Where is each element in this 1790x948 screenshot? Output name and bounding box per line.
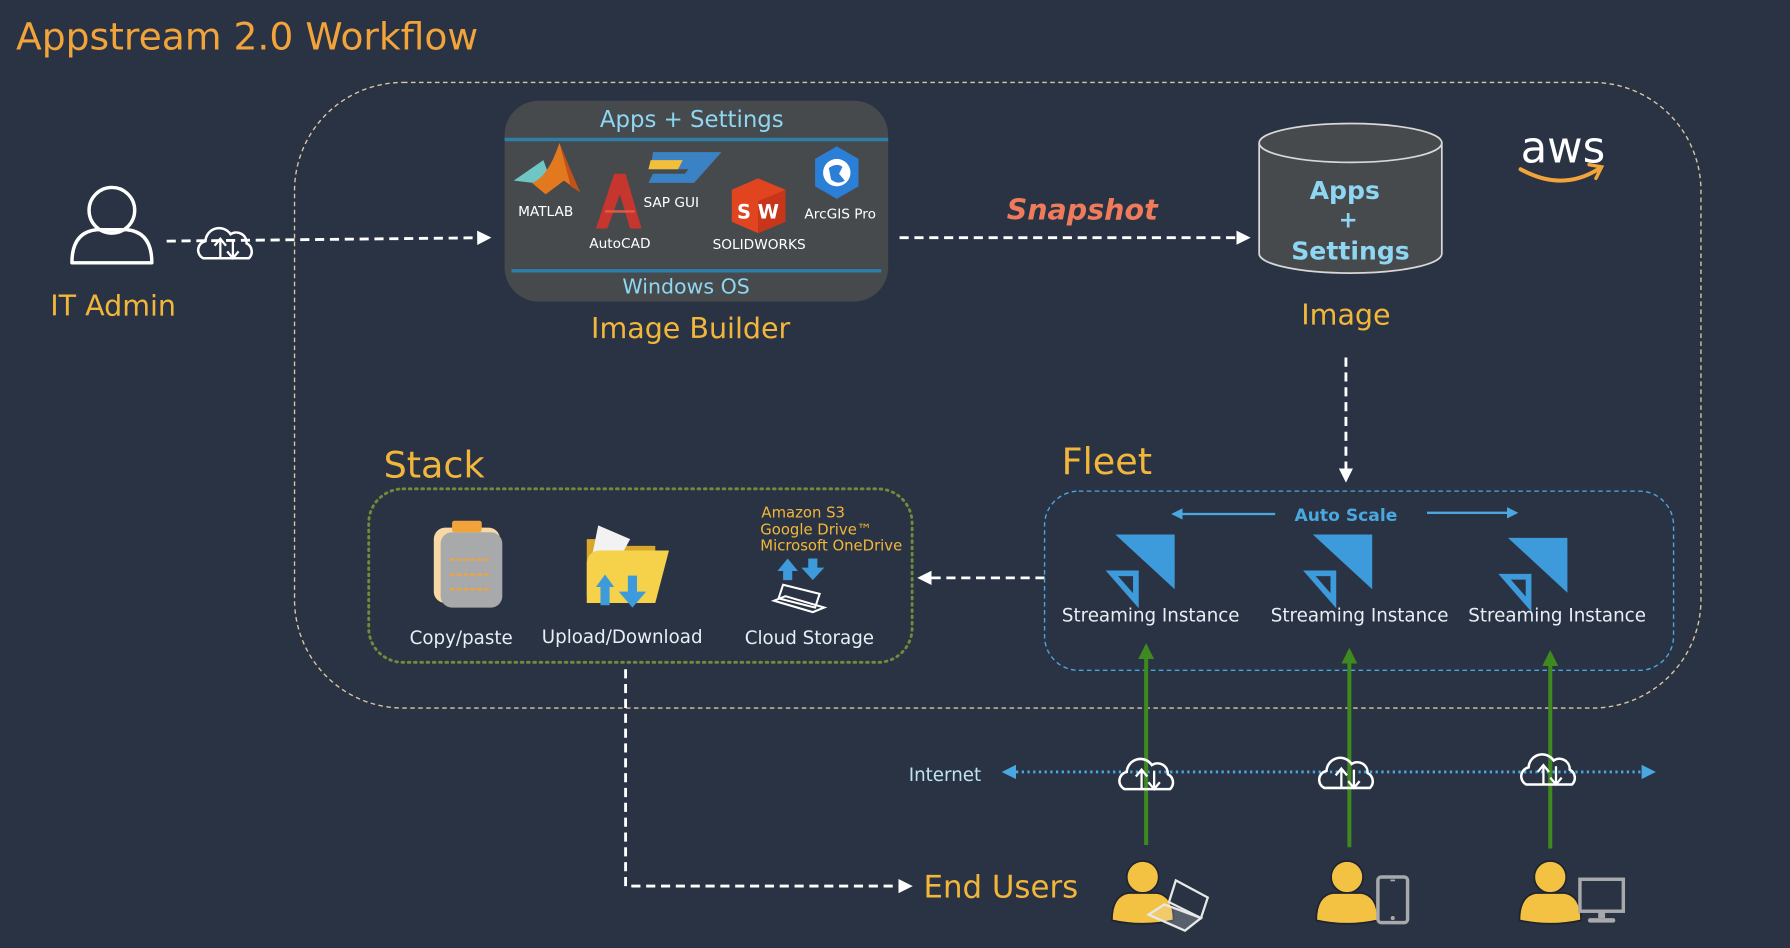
end-user-desktop[interactable] <box>1518 860 1626 925</box>
fleet[interactable]: Fleet Auto Scale Streaming Instance Stre… <box>1043 440 1675 672</box>
image-builder-top-label: Apps + Settings <box>600 107 784 133</box>
stack-item-cloud-storage: Amazon S3 Google Drive™ Microsoft OneDri… <box>745 504 903 649</box>
stack-label: Stack <box>384 443 486 486</box>
app-sap-gui: SAP GUI <box>643 152 722 211</box>
aws-smile-arrow-icon <box>1587 162 1605 181</box>
streaming-instance[interactable]: Streaming Instance <box>1062 535 1240 627</box>
streaming-instance[interactable]: Streaming Instance <box>1271 535 1449 627</box>
admin-to-image-builder-arrow <box>166 230 492 245</box>
user-outline-icon <box>70 185 154 265</box>
image-line-3: Settings <box>1291 236 1410 265</box>
stack-item-label: Upload/Download <box>542 627 703 648</box>
streaming-instance[interactable]: Streaming Instance <box>1468 538 1646 626</box>
app-label: AutoCAD <box>589 236 650 252</box>
storage-provider: Google Drive™ <box>760 522 871 539</box>
cloud-transfer-icon <box>1519 753 1577 786</box>
sap-gui-icon <box>648 152 722 183</box>
it-admin: IT Admin <box>50 185 176 322</box>
arcgis-icon <box>815 146 859 199</box>
app-label: SOLIDWORKS <box>713 237 806 253</box>
folder-transfer-icon <box>586 525 669 608</box>
fleet-boundary <box>1043 490 1675 672</box>
user-icon <box>1315 860 1379 925</box>
image-line-1: Apps <box>1310 176 1380 205</box>
app-autocad: AutoCAD <box>589 173 651 252</box>
snapshot-label: Snapshot <box>1007 193 1159 226</box>
image-line-2: + <box>1339 207 1358 233</box>
app-solidworks: S W SOLIDWORKS <box>713 178 806 253</box>
streaming-instance-icon <box>1309 535 1372 601</box>
it-admin-label: IT Admin <box>50 289 176 322</box>
end-user-laptop[interactable] <box>1111 860 1210 932</box>
streaming-instance-icon <box>1112 535 1175 601</box>
streaming-instance-label: Streaming Instance <box>1468 605 1646 626</box>
streaming-instance-label: Streaming Instance <box>1271 605 1449 626</box>
stack-item-label: Copy/paste <box>410 628 513 649</box>
aws-logo: aws <box>1518 123 1605 183</box>
cloud-storage-laptop-icon <box>770 558 828 614</box>
streaming-instance-label: Streaming Instance <box>1062 605 1240 626</box>
image[interactable]: Apps + Settings Image <box>1258 122 1443 332</box>
app-label: ArcGIS Pro <box>804 206 876 222</box>
stack-item-upload-download: Upload/Download <box>542 525 703 648</box>
solidworks-glyph: S W <box>737 200 779 223</box>
clipboard-icon <box>433 520 503 608</box>
app-label: MATLAB <box>518 204 573 220</box>
image-builder-bottom-label: Windows OS <box>622 275 749 299</box>
image-label: Image <box>1301 298 1390 331</box>
cloud-transfer-icon <box>196 226 253 260</box>
streaming-instance-icon <box>1505 538 1568 604</box>
stack-item-copy-paste: Copy/paste <box>410 520 513 649</box>
end-user-mobile[interactable] <box>1315 860 1410 925</box>
stack-boundary <box>367 487 914 664</box>
image-builder-label: Image Builder <box>591 312 790 345</box>
fleet-label: Fleet <box>1062 440 1152 483</box>
aws-smile-icon <box>1518 167 1601 183</box>
internet-label: Internet <box>909 765 981 786</box>
storage-provider: Microsoft OneDrive <box>760 537 902 554</box>
image-builder[interactable]: Apps + Settings Windows OS MATLAB AutoCA… <box>504 100 889 345</box>
desktop-monitor-icon <box>1578 877 1626 923</box>
database-cylinder-icon <box>1258 122 1443 274</box>
autocad-icon <box>595 173 642 229</box>
mobile-phone-icon <box>1376 875 1410 925</box>
laptop-icon <box>1146 878 1210 932</box>
image-builder-box <box>504 100 889 302</box>
app-label: SAP GUI <box>643 195 699 211</box>
user-icon <box>1518 860 1582 925</box>
auto-scale-label: Auto Scale <box>1295 506 1398 526</box>
page-title: Appstream 2.0 Workflow <box>16 14 478 58</box>
app-matlab: MATLAB <box>513 142 580 220</box>
stack-to-end-users-arrow <box>624 669 913 894</box>
matlab-icon <box>513 142 580 195</box>
end-users-label: End Users <box>924 870 1079 906</box>
stack-item-label: Cloud Storage <box>745 628 874 649</box>
solidworks-icon: S W <box>731 178 786 234</box>
aws-cloud-boundary <box>293 81 1702 709</box>
storage-provider: Amazon S3 <box>761 504 845 521</box>
app-arcgis-pro: ArcGIS Pro <box>804 146 876 222</box>
stack[interactable]: Stack Copy/paste Upload/Downl <box>367 443 914 664</box>
